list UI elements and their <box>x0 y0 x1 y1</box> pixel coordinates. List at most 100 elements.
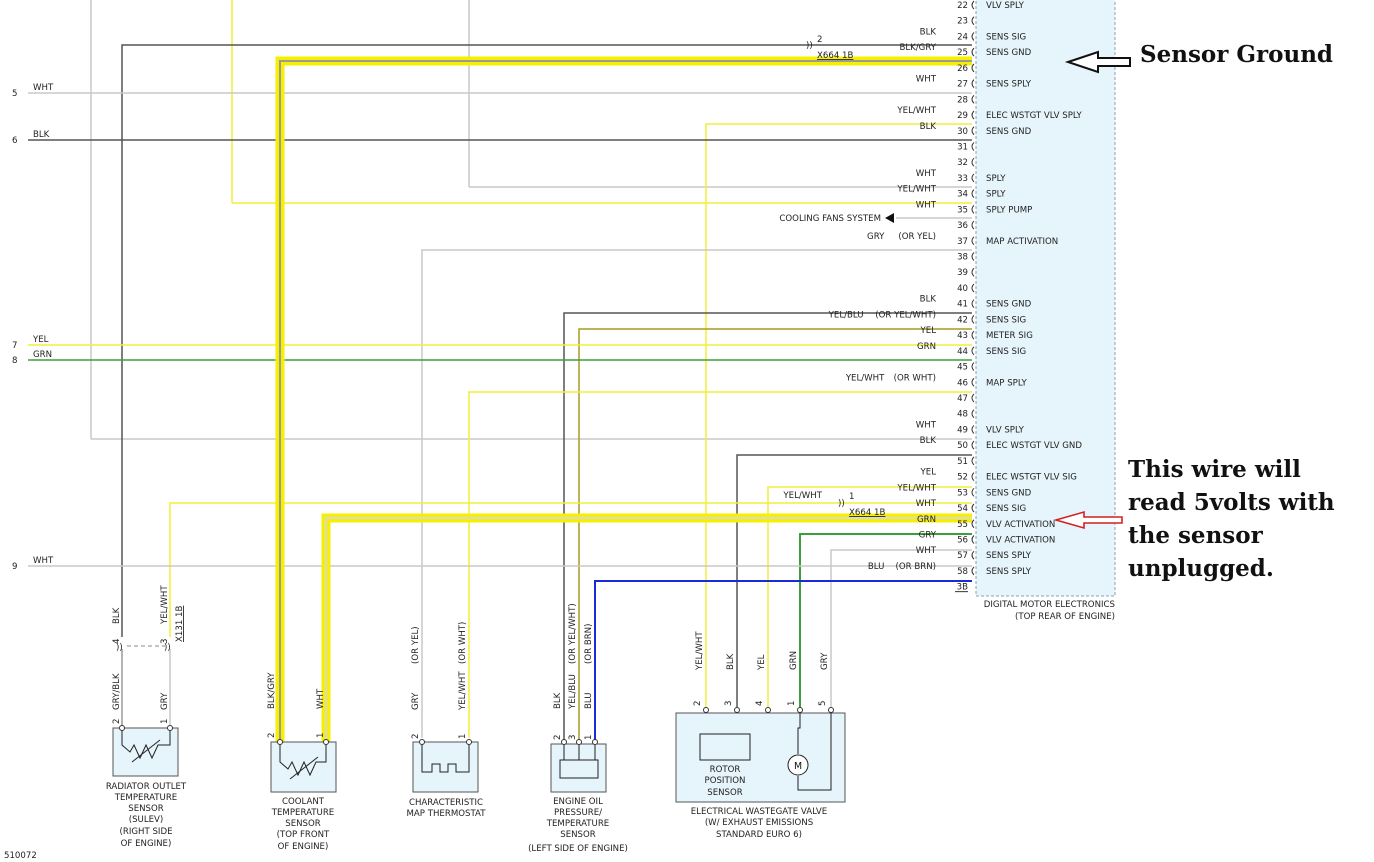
ecu-pin-number: 58 <box>957 567 968 577</box>
ecu-pin-number: 32 <box>957 158 968 168</box>
ecu-pin-function: MAP SPLY <box>986 378 1027 388</box>
radiator-sensor-line5: (RIGHT SIDE <box>120 827 173 837</box>
ecu-pin-wire-color: YEL/WHT <box>896 185 936 195</box>
ecu-pin-number: 39 <box>957 268 968 278</box>
ecu-pin-wire-color: YEL/BLU <box>828 310 864 320</box>
thermostat-line2: MAP THERMOSTAT <box>407 809 487 819</box>
pin-dot <box>167 725 173 731</box>
ecu-pin-wire-color: WHT <box>916 546 937 556</box>
heater-icon <box>421 742 470 773</box>
ecu-pin-function: MAP ACTIVATION <box>986 237 1058 247</box>
radiator-sensor-line1: RADIATOR OUTLET <box>106 782 187 792</box>
ecu-box <box>975 0 1116 597</box>
ecu-pin-socket <box>971 535 975 544</box>
ecu-pin-note: (OR WHT) <box>894 373 936 383</box>
ecu-pin-function: SENS SPLY <box>986 551 1032 561</box>
pin-dot <box>576 739 582 745</box>
vlabel-cool-pin1: 1 <box>316 733 326 738</box>
vlabel-therm-orwht: (OR WHT) <box>458 622 468 664</box>
wire-pin53 <box>169 502 972 637</box>
connector-x131-symbol-4: )) <box>116 643 123 653</box>
ecu-pin-number: 52 <box>957 473 968 483</box>
vlabel-rad-lower-grybk: GRY/BLK <box>112 673 122 710</box>
ecu-pin-wire-color: BLU <box>868 562 885 572</box>
ecu-pin-socket <box>971 550 975 560</box>
engine-oil-sensor: ENGINE OIL PRESSURE/ TEMPERATURE SENSOR … <box>528 739 628 854</box>
ecu-pin-socket <box>971 299 975 309</box>
ecu-pin-number: 30 <box>957 127 968 137</box>
ecu-pin-wire-color: GRN <box>917 342 936 352</box>
ecu-pin-function: ELEC WSTGT VLV SIG <box>986 473 1077 483</box>
thermistor-icon <box>121 728 171 760</box>
thermistor-arrow <box>131 739 161 763</box>
vlabel-rad-lower-gry: GRY <box>160 692 170 710</box>
wire-pin46 <box>468 391 972 738</box>
ecu-pin-socket <box>971 47 975 57</box>
wire-pin54-highlight <box>321 513 972 742</box>
annotation-five-volts-line2: read 5volts with <box>1128 489 1335 516</box>
pin-dot <box>323 739 329 745</box>
electrical-wastegate-valve: ROTOR POSITION SENSOR M ELECTRICAL WASTE… <box>675 707 846 840</box>
thermistor-arrow <box>289 756 319 780</box>
vlabel-cool-pin2: 2 <box>267 733 277 738</box>
ecu-pin-function: SENS SIG <box>986 315 1026 325</box>
ecu-pin-number: 46 <box>957 378 968 388</box>
ecu-pin-number: 33 <box>957 174 968 184</box>
ecu-pin-wire-color: WHT <box>916 75 937 85</box>
ecu-pin-socket <box>971 142 975 151</box>
wire-pin25 <box>279 60 972 742</box>
radiator-outlet-sensor: RADIATOR OUTLET TEMPERATURE SENSOR (SULE… <box>106 725 187 849</box>
ecu-pin-wire-color: GRN <box>917 515 936 525</box>
ecu-pin-socket <box>971 0 975 10</box>
ecu-pin-function: SENS SIG <box>986 347 1026 357</box>
vlabel-therm-gry: GRY <box>411 692 421 710</box>
pin-dot <box>797 707 803 713</box>
ecu-pin-wire-color: BLK <box>920 436 937 446</box>
ecu-pin-wire-color: BLK <box>920 27 937 37</box>
ecu-location: (TOP REAR OF ENGINE) <box>1015 612 1115 622</box>
ecu-pin-socket <box>971 377 975 387</box>
oil-sensor-line4: SENSOR <box>560 830 596 840</box>
ecu-pin-wire-color: GRY <box>919 530 937 540</box>
ecu-pin-socket <box>971 16 975 26</box>
arrow-cooling-fans <box>885 213 894 223</box>
left-terminal-number: 7 <box>12 341 17 351</box>
radiator-sensor-line4: (SULEV) <box>129 815 164 825</box>
ecu-pin-number: 29 <box>957 111 968 121</box>
ecu-pin-number: 48 <box>957 410 968 420</box>
ecu-pin-wire-color: WHT <box>916 200 937 210</box>
arrow-outline-icon <box>1064 50 1131 74</box>
vlabel-rad-upper-yelwht: YEL/WHT <box>160 585 170 625</box>
ecu-pin-wire-color: WHT <box>916 499 937 509</box>
inline-connectors: )) 2 X664 1B )) 1 YEL/WHT X664 1B )) )) … <box>116 35 885 653</box>
rotor-sensor-line1: ROTOR <box>710 765 741 775</box>
cooling-fans-label: COOLING FANS SYSTEM <box>779 214 881 224</box>
ecu-pin-wire-color: GRY <box>867 232 885 242</box>
oil-sensor-line2: PRESSURE/ <box>554 808 602 818</box>
vlabel-cool-wht: WHT <box>316 688 326 709</box>
connector-pin24-num: 2 <box>817 35 822 45</box>
vlabel-wg-yelwht: YEL/WHT <box>695 631 705 671</box>
rotor-position-sensor-box <box>699 733 751 761</box>
ecu-pin-socket <box>971 346 975 356</box>
vlabel-oil-pin1: 1 <box>584 735 594 740</box>
left-terminal-number: 5 <box>12 89 17 99</box>
left-terminal-wire-color: GRN <box>33 350 52 360</box>
coolant-sensor-line5: OF ENGINE) <box>278 842 329 852</box>
ecu-pin-socket <box>971 440 975 450</box>
pin-dot <box>419 739 425 745</box>
ecu-pin-number: 49 <box>957 425 968 435</box>
ecu-pin-socket <box>971 173 975 183</box>
motor-icon <box>787 754 809 776</box>
pin-dot <box>561 739 567 745</box>
vlabel-rad-pin3: 3 <box>160 639 170 644</box>
ecu-pin-function: SENS SIG <box>986 32 1026 42</box>
ecu-pin-wire-color: YEL <box>920 468 937 478</box>
pin-dot <box>277 739 283 745</box>
connector-pin53-symbol: )) <box>838 499 845 509</box>
ecu-pin-number: 40 <box>957 284 968 294</box>
pin-dot <box>765 707 771 713</box>
ecu-pin-number: 25 <box>957 48 968 58</box>
ecu-pin-number: 51 <box>957 457 968 467</box>
wire-pin41 <box>563 312 972 740</box>
